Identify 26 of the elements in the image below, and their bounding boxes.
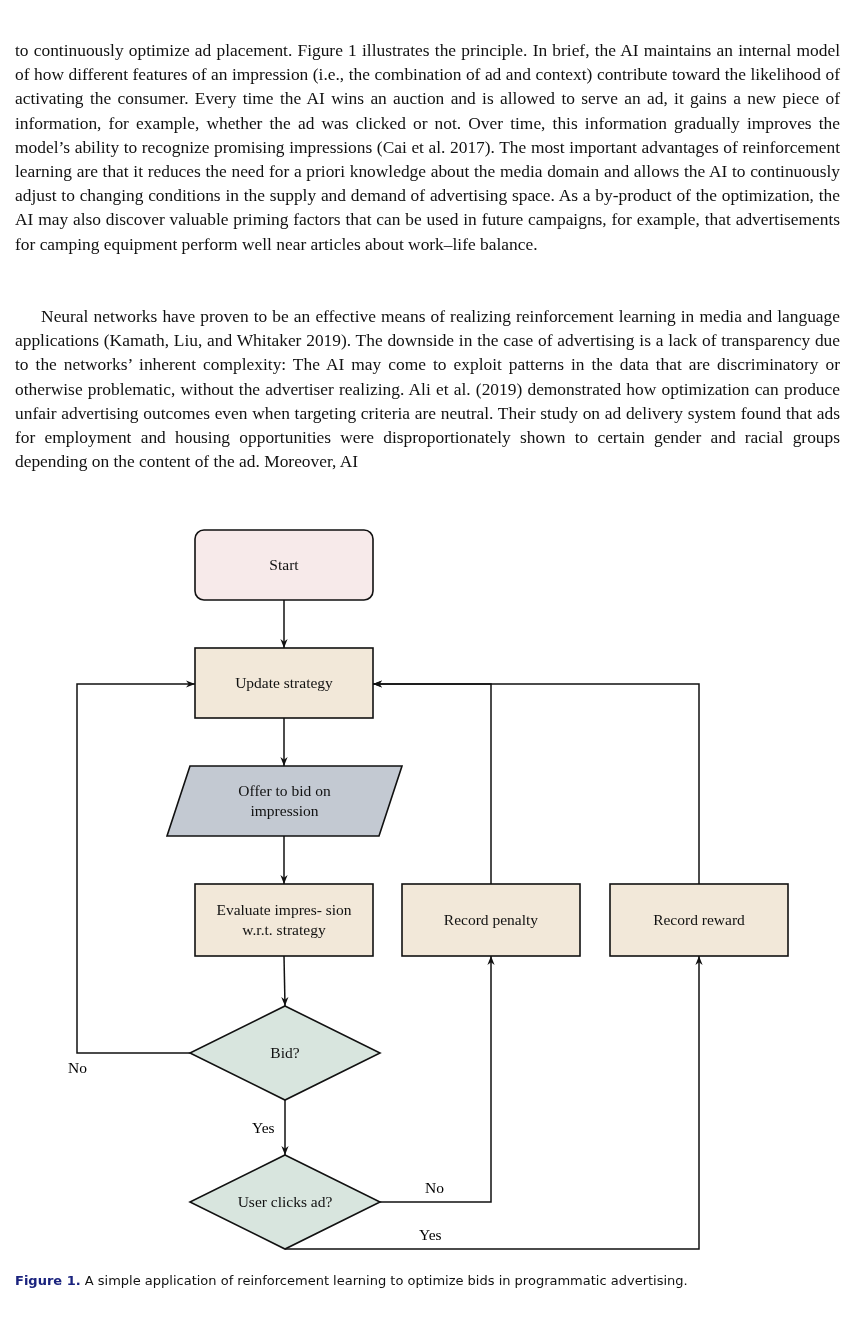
start-terminal [195, 530, 373, 600]
node-label: Record reward [652, 910, 746, 930]
body-paragraph: to continuously optimize ad placement. Figure 1 illustrates the principle. In brief, the AI maintains an internal model of how different features of an impression (i.e., the combination of ad and context) contribute toward the likelihood of activating the consumer. Every time the AI wins an auction and is allowed to serve an ad, it gains a new piece of information, for example, whether the ad was clicked or not. Over time, this information gradually improves the model’s ability to recognize promising impressions (Cai et al. 2017). The most important advantages of reinforcement learning are that it reduces the need for a priori knowledge about the media domain and allows the AI to continuously adjust to changing conditions in the supply and demand of advertising space. As a by-product of the optimization, the AI may also discover valuable priming factors that can be used in future campaigns, for example, that advertisements for camping equipment perform well near articles about work–life balance. [15, 39, 840, 256]
arrow [280, 835, 288, 885]
input-parallelogram [167, 766, 402, 836]
process-box [195, 648, 373, 718]
node-label: User clicks ad? [236, 1192, 334, 1212]
node-label: Evaluate impres- sion w.r.t. strategy [215, 900, 353, 940]
process-box [402, 884, 580, 956]
process-box [610, 884, 788, 956]
arrow [281, 955, 289, 1007]
node-label: Offer to bid on impression [237, 781, 332, 821]
arrow [379, 955, 495, 1203]
arrow [280, 599, 288, 649]
node-label: Start [268, 555, 300, 575]
arrow [281, 1099, 289, 1156]
figure-caption: Figure 1. A simple application of reinforcement learning to optimize bids in programmatic advertising. [15, 1273, 688, 1288]
node-label: Update strategy [234, 673, 334, 693]
arrow [280, 717, 288, 767]
decision-diamond [190, 1155, 380, 1249]
node-label: Record penalty [442, 910, 540, 930]
process-box [195, 884, 373, 956]
arrow [76, 680, 196, 1054]
decision-diamond [190, 1006, 380, 1100]
body-paragraph: Neural networks have proven to be an effective means of realizing reinforcement learning in media and language applications (Kamath, Liu, and Whitaker 2019). The downside in the case of advertising is a lack of transparency due to the networks’ inherent complexity: The AI may come to exploit patterns in the data that are discriminatory or otherwise problematic, without the advertiser realizing. Ali et al. (2019) demonstrated how optimization can produce unfair advertising outcomes even when targeting criteria are neutral. Their study on ad delivery system found that ads for employment and housing opportunities were disproportionately shown to certain gender and racial groups depending on the content of the ad. Moreover, AI [15, 305, 840, 474]
node-label: Bid? [269, 1043, 301, 1063]
